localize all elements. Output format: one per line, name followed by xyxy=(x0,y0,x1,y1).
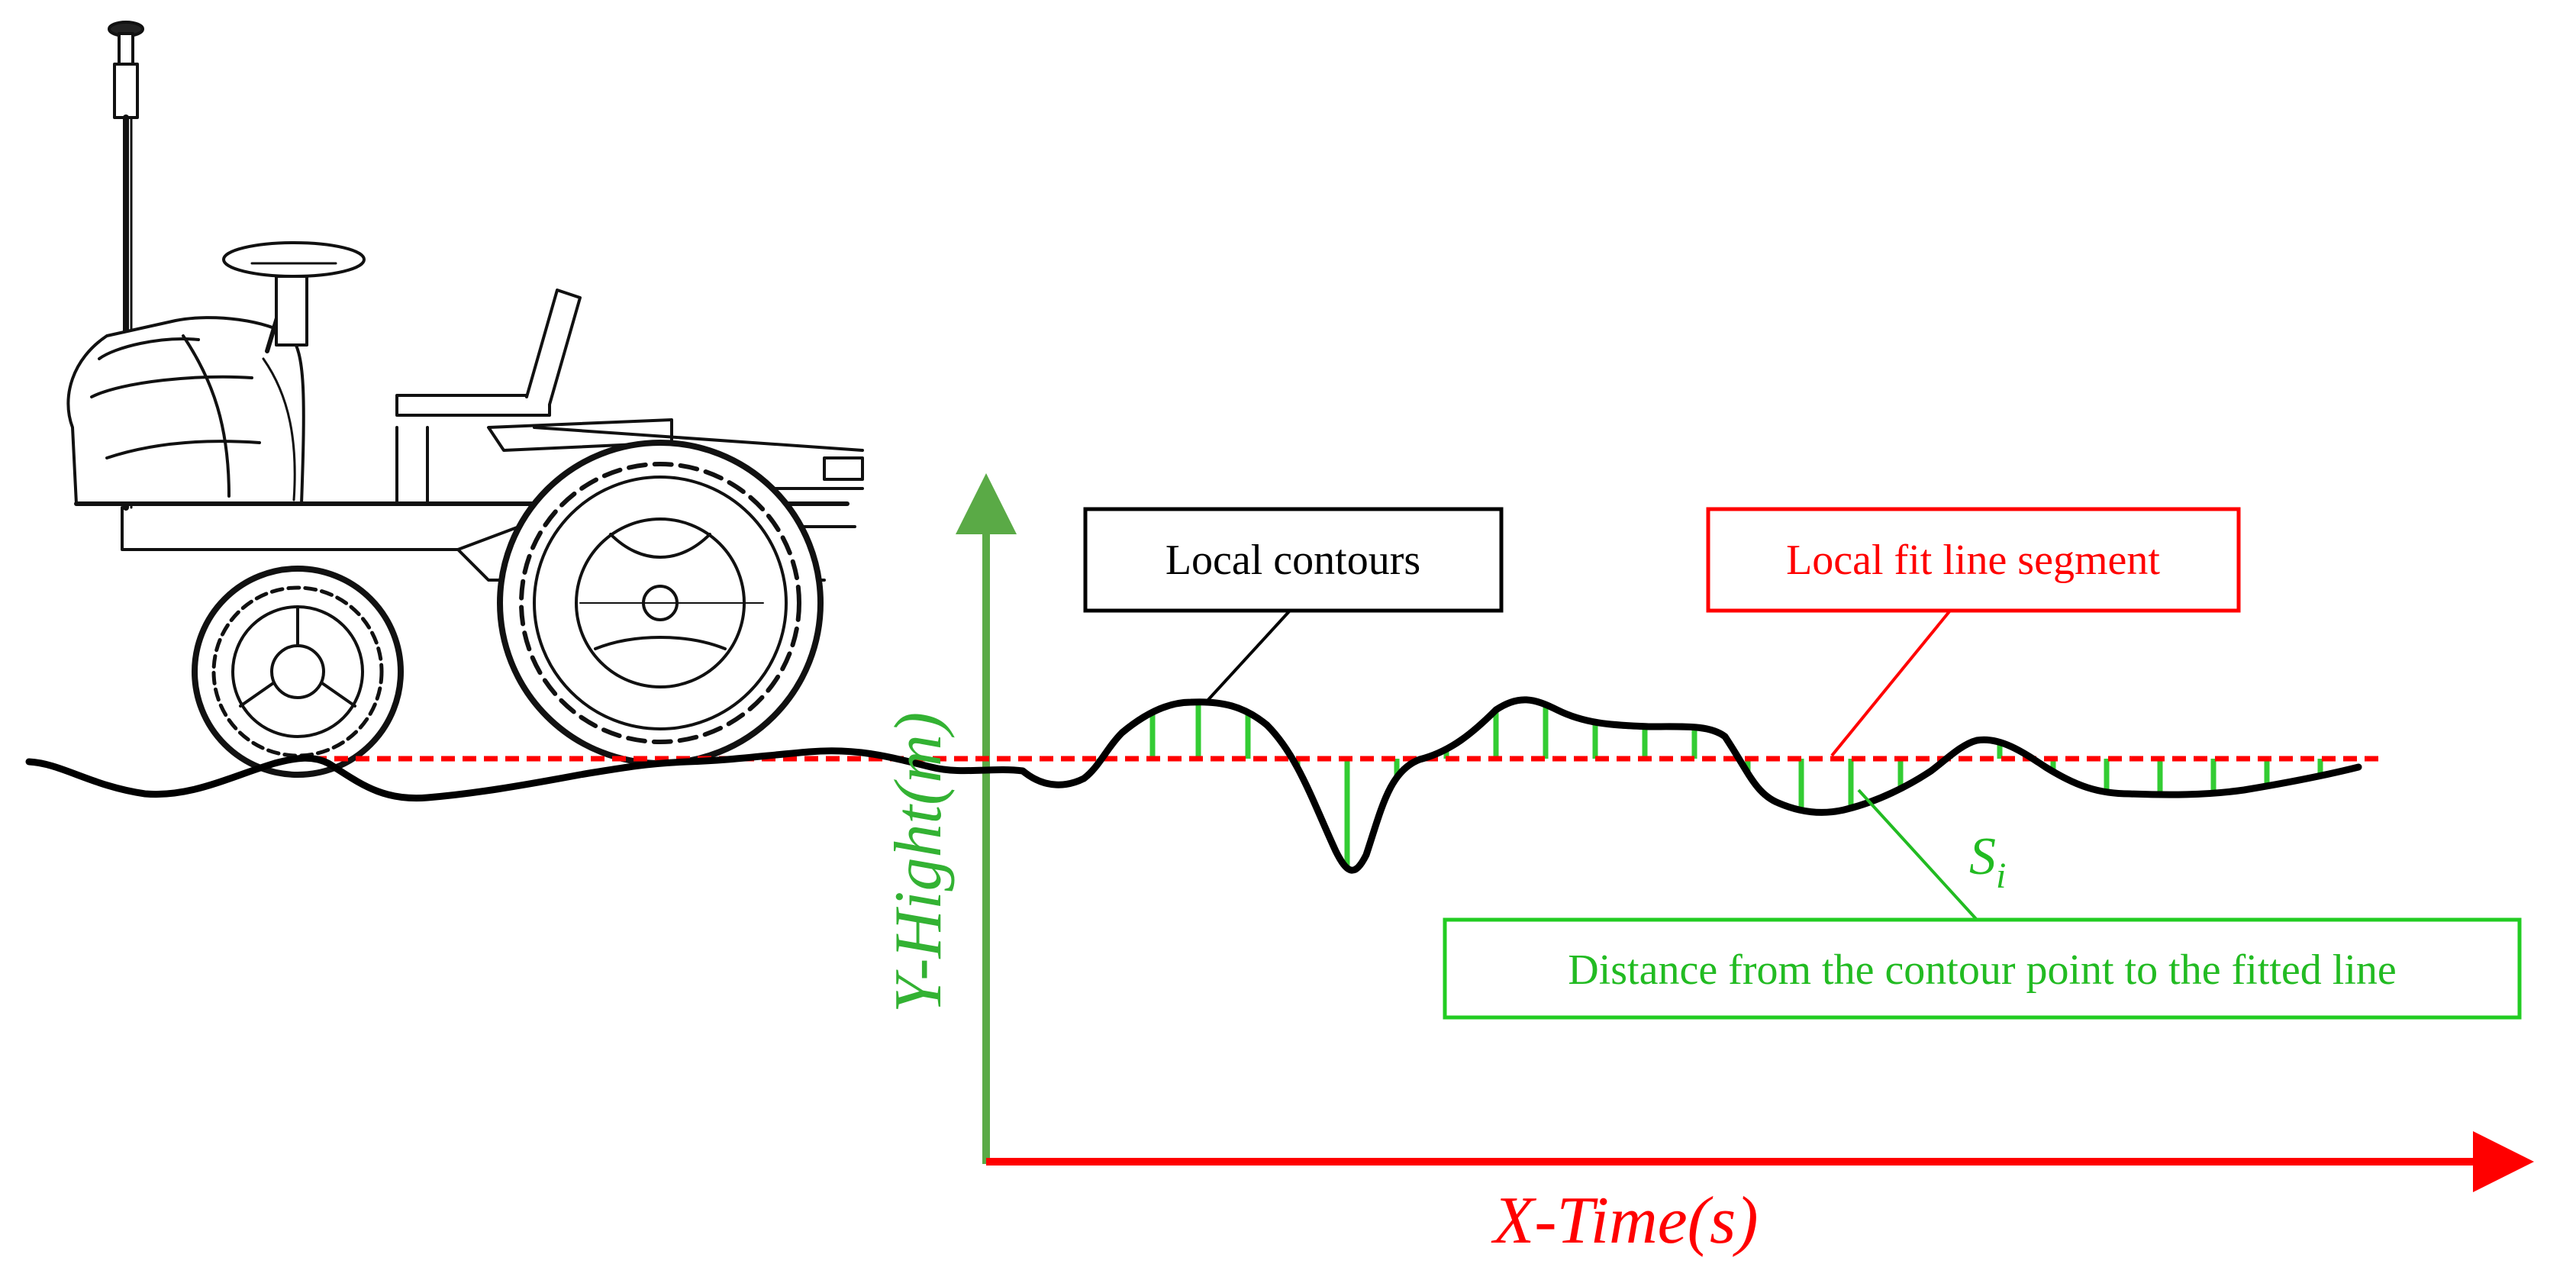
distance-symbol: Si xyxy=(1969,827,2006,896)
local-contours-callout: Local contours xyxy=(1083,507,1504,613)
contour-leader-line xyxy=(1204,609,1291,704)
distance-label: Distance from the contour point to the f… xyxy=(1568,946,2397,994)
fit-line-leader-line xyxy=(1830,609,1952,757)
distance-callout: Distance from the contour point to the f… xyxy=(1443,917,2522,1020)
front-wheel-icon xyxy=(192,566,404,778)
distance-leader-line xyxy=(1857,788,1978,921)
local-fit-line-callout: Local fit line segment xyxy=(1706,507,2241,613)
tractor-illustration xyxy=(66,21,864,778)
local-contours-label: Local contours xyxy=(1165,537,1420,584)
terrain-contour xyxy=(25,696,2362,874)
y-axis-label: Y-Hight(m) xyxy=(882,712,956,1013)
local-fit-line-label: Local fit line segment xyxy=(1786,537,2160,584)
rear-wheel-icon xyxy=(497,440,824,766)
x-axis-label: X-Time(s) xyxy=(1491,1184,1758,1258)
